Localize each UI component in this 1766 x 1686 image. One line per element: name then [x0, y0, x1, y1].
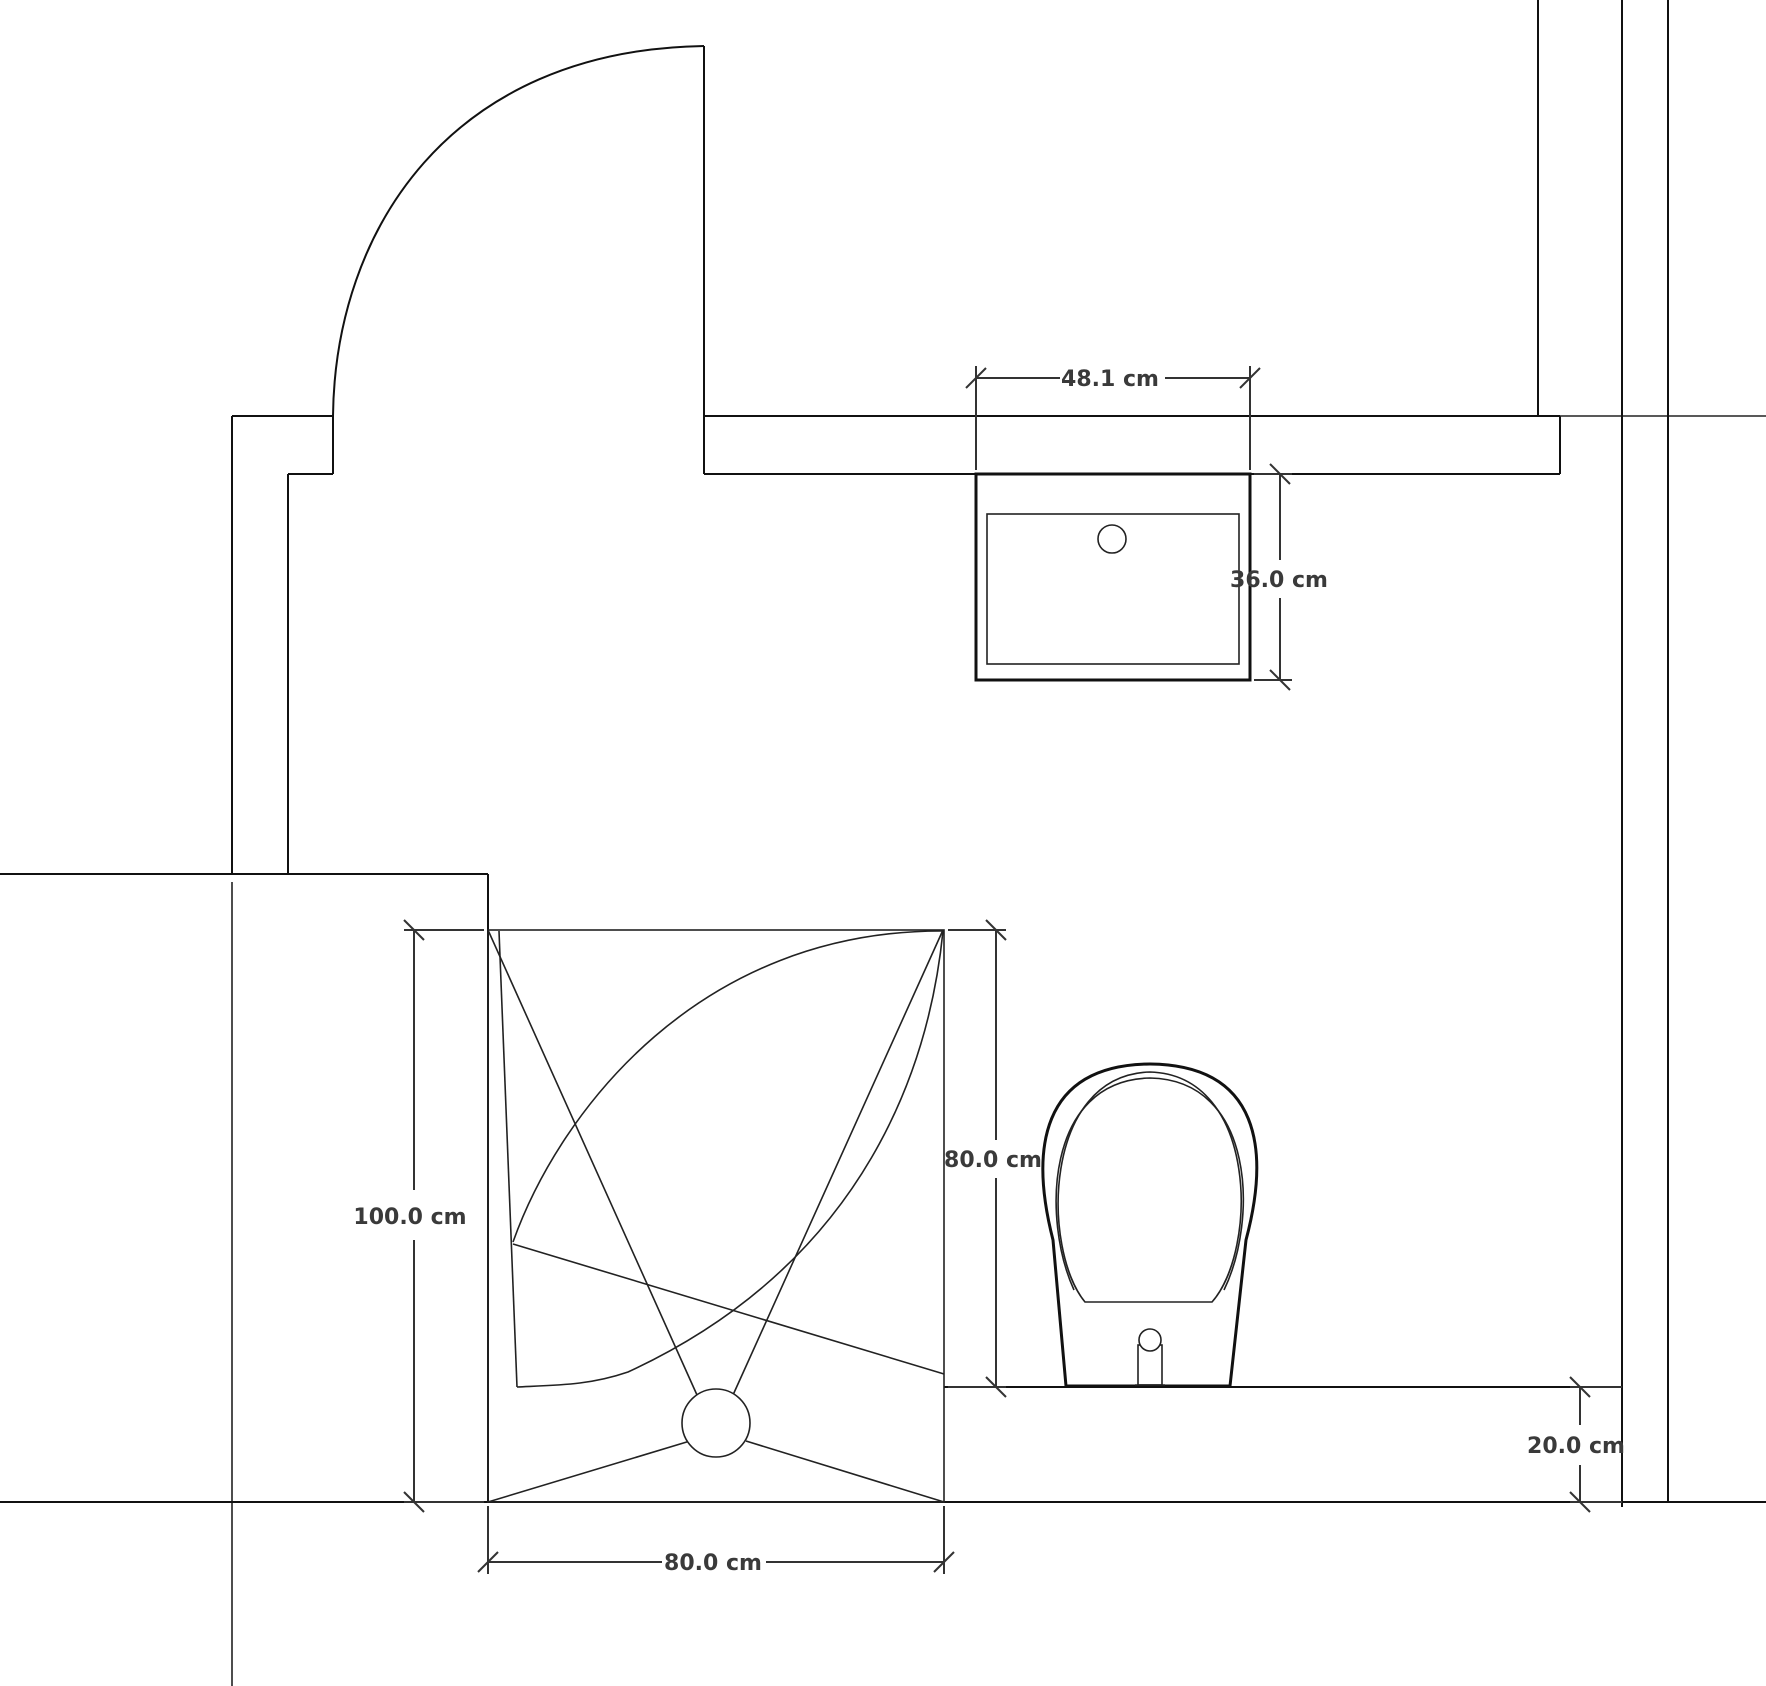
shower-drain-icon [681, 1388, 751, 1458]
door [332, 45, 705, 474]
dimension-ledge-depth: 20.0 cm [1527, 1376, 1625, 1513]
shower-tray [487, 929, 945, 1503]
faucet-icon [1135, 1328, 1165, 1386]
dimension-sink-depth: 36.0 cm [1230, 463, 1328, 691]
drain-icon [1097, 524, 1127, 554]
sink-width-label: 48.1 cm [1061, 367, 1159, 392]
dimension-shower-height: 100.0 cm [353, 919, 484, 1513]
shower-height-label: 100.0 cm [353, 1205, 466, 1230]
dimension-bidet-length: 80.0 cm [944, 919, 1042, 1398]
ledge-depth-label: 20.0 cm [1527, 1434, 1625, 1459]
dimension-shower-width: 80.0 cm [477, 1506, 955, 1576]
shower-width-label: 80.0 cm [664, 1551, 762, 1576]
bidet-length-label: 80.0 cm [944, 1148, 1042, 1173]
sink [974, 472, 1252, 682]
bidet [1041, 1062, 1259, 1388]
dimension-sink-width: 48.1 cm [965, 366, 1261, 470]
sink-depth-label: 36.0 cm [1230, 568, 1328, 593]
